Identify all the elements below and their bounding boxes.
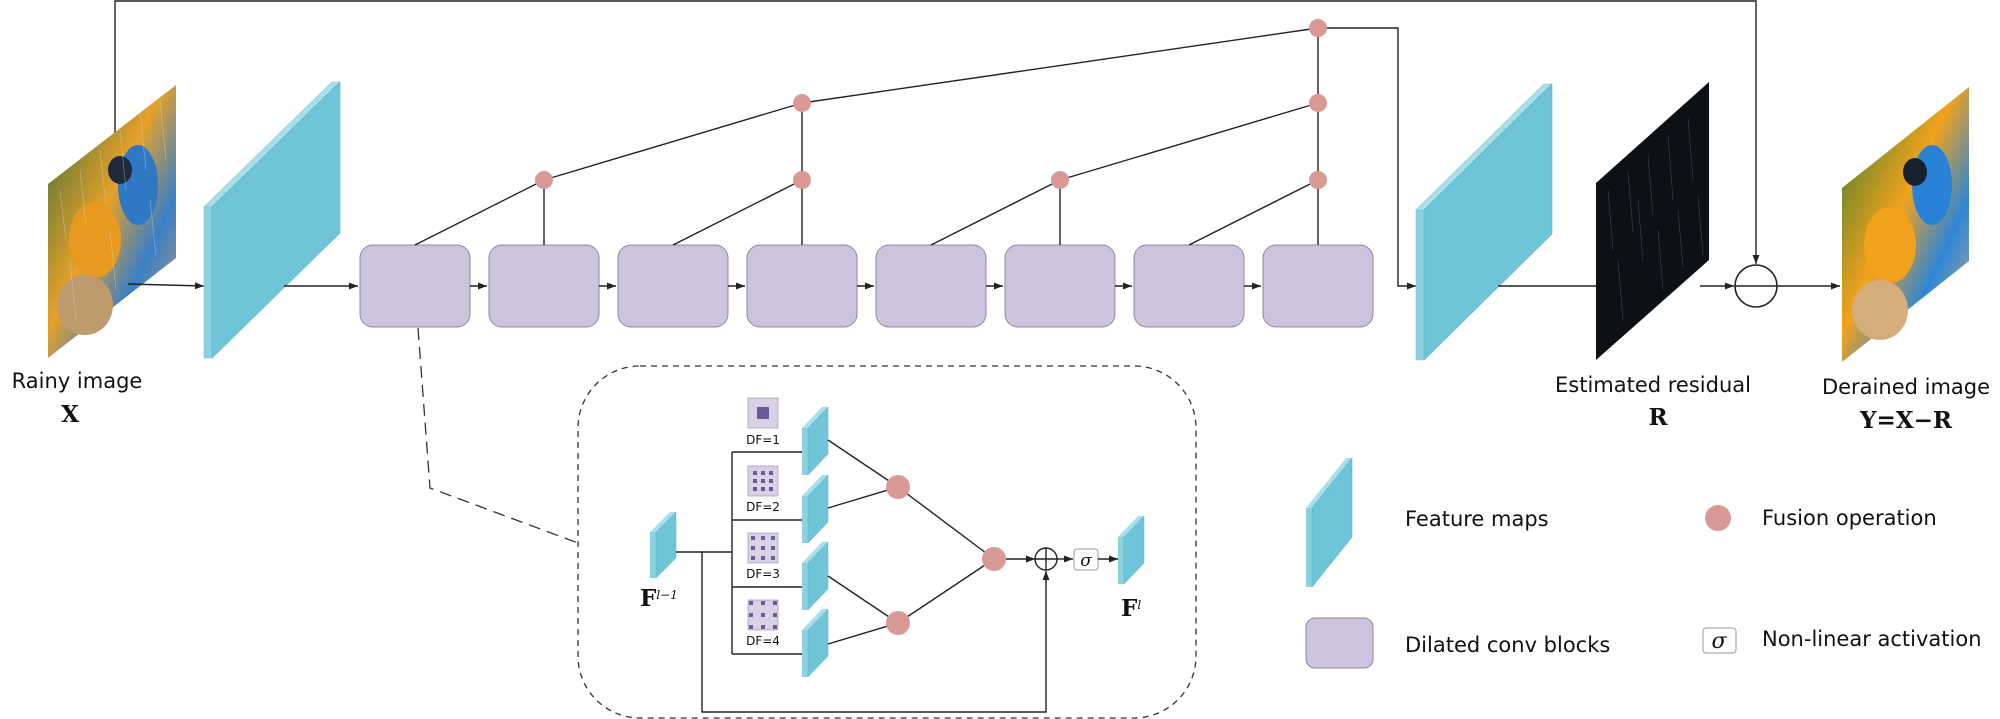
df-label-1: DF=1 bbox=[746, 433, 780, 447]
legend-dilated-label: Dilated conv blocks bbox=[1405, 633, 1610, 657]
kernel-icon-df1 bbox=[747, 397, 779, 429]
fusion-node bbox=[793, 94, 811, 112]
residual-label: Estimated residual bbox=[1555, 373, 1751, 397]
fusion-node bbox=[1309, 94, 1327, 112]
legend-dilated-icon bbox=[1305, 617, 1374, 669]
zoom-connector bbox=[417, 327, 579, 544]
feature-map-1 bbox=[203, 81, 341, 359]
feature-map-2 bbox=[1415, 83, 1553, 361]
block-detail-inset: Fl−1 DF=1 DF=2 DF=3 DF=4 bbox=[577, 365, 1197, 719]
legend-feature-maps-label: Feature maps bbox=[1405, 507, 1549, 531]
fusion-node bbox=[793, 171, 811, 189]
derained-math: Y=X−R bbox=[1859, 407, 1953, 434]
kernel-icon-df4 bbox=[747, 599, 779, 631]
kernel-icon-df3 bbox=[747, 532, 779, 564]
inset-fusion-node bbox=[886, 475, 910, 499]
fusion-node bbox=[535, 171, 553, 189]
fusion-node bbox=[1051, 171, 1069, 189]
legend-activation-sigma: σ bbox=[1711, 629, 1727, 654]
output-label: Fl bbox=[1121, 595, 1141, 622]
kernel-icon-df2 bbox=[747, 465, 779, 497]
residual-math: R bbox=[1648, 404, 1668, 431]
rainy-image-math: X bbox=[61, 401, 79, 428]
dilated-block-7 bbox=[1133, 244, 1245, 328]
branch-feature-map bbox=[802, 406, 829, 476]
df-label-4: DF=4 bbox=[746, 634, 780, 648]
legend-fusion-label: Fusion operation bbox=[1762, 506, 1937, 530]
rainy-image bbox=[48, 85, 176, 358]
dilated-block-2 bbox=[488, 244, 600, 328]
derained-image bbox=[1842, 87, 1969, 362]
legend: Feature maps Fusion operation Dilated co… bbox=[1305, 457, 1982, 669]
df-label-3: DF=3 bbox=[746, 567, 780, 581]
residual-image bbox=[1596, 82, 1709, 360]
dilated-block-3 bbox=[617, 244, 729, 328]
dilated-block-6 bbox=[1004, 244, 1116, 328]
output-feature-map bbox=[1118, 515, 1145, 585]
branch-feature-map bbox=[802, 608, 829, 678]
rainy-image-label: Rainy image bbox=[12, 369, 143, 393]
block-chain bbox=[359, 244, 1374, 328]
df-label-2: DF=2 bbox=[746, 500, 780, 514]
inset-fusion-node bbox=[982, 547, 1006, 571]
fusion-tree bbox=[414, 19, 1416, 290]
fusion-node bbox=[1309, 19, 1327, 37]
legend-activation-label: Non-linear activation bbox=[1762, 627, 1982, 651]
branch-feature-map bbox=[802, 474, 829, 544]
branch-feature-map bbox=[802, 541, 829, 611]
dilated-block-8 bbox=[1262, 244, 1374, 328]
legend-activation-icon bbox=[1702, 627, 1737, 654]
legend-feature-map-icon bbox=[1306, 457, 1353, 588]
dilated-block-1 bbox=[359, 244, 471, 328]
input-label: Fl−1 bbox=[640, 585, 678, 612]
inset-fusion-node bbox=[886, 611, 910, 635]
fusion-node bbox=[1309, 171, 1327, 189]
legend-fusion-icon bbox=[1705, 505, 1731, 531]
dilated-block-5 bbox=[875, 244, 987, 328]
dilated-block-4 bbox=[746, 244, 858, 328]
input-feature-map bbox=[650, 511, 677, 579]
arrow-input bbox=[127, 282, 205, 290]
derained-label: Derained image bbox=[1822, 375, 1990, 399]
skip-connection bbox=[114, 0, 1760, 264]
activation-sigma: σ bbox=[1080, 551, 1092, 571]
